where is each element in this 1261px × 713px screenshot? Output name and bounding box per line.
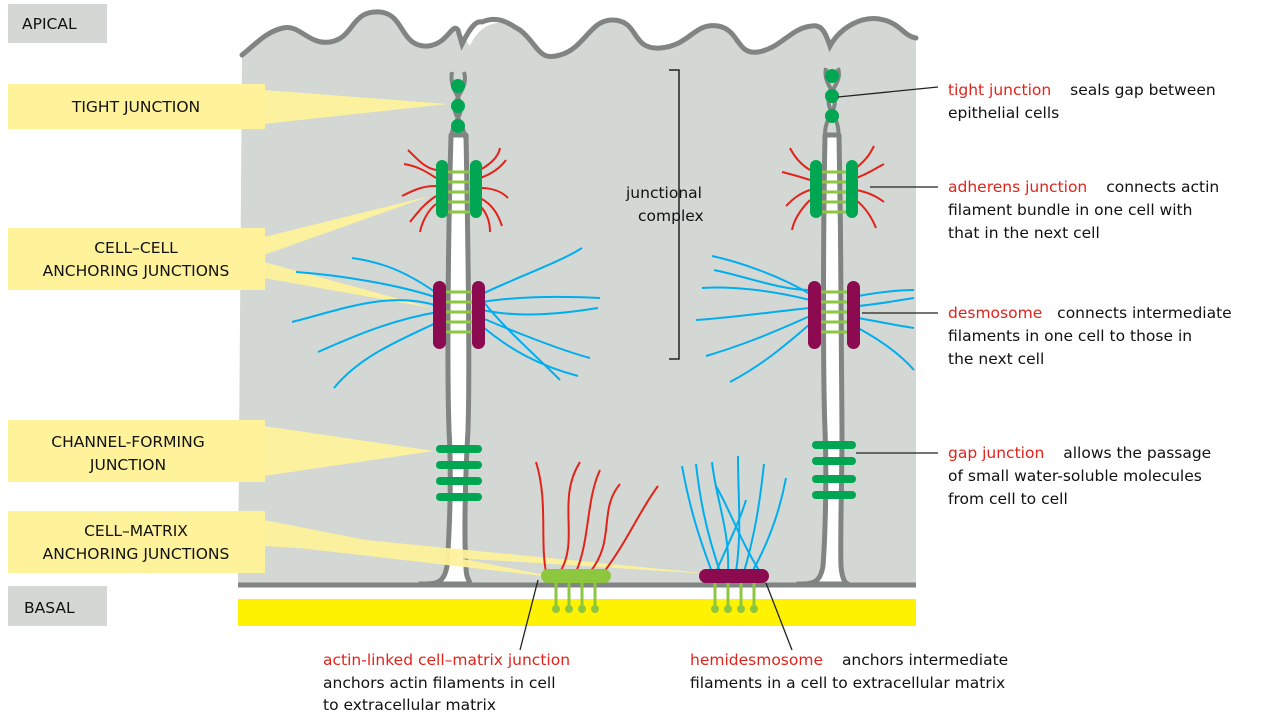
gap-desc-3: from cell to cell	[948, 490, 1068, 508]
hemidesmosome-plaque	[699, 569, 769, 583]
apical-label: APICAL	[22, 15, 77, 33]
tight-junction-left	[451, 79, 465, 133]
hemidesmosome-annotation-line1: hemidesmosome anchors intermediate	[690, 651, 1008, 669]
tight-dot	[825, 69, 839, 83]
adherens-desc-3: that in the next cell	[948, 224, 1100, 242]
integrin-head	[711, 605, 719, 613]
desmosome-desc-1: connects intermediate	[1057, 304, 1232, 322]
cell-matrix-label-2: ANCHORING JUNCTIONS	[43, 545, 230, 563]
channel-label-1: CHANNEL-FORMING	[51, 433, 204, 451]
desmosome-term: desmosome	[948, 304, 1042, 322]
adherens-desc-2: filament bundle in one cell with	[948, 201, 1192, 219]
gap-term: gap junction	[948, 444, 1044, 462]
adherens-desc-1: connects actin	[1106, 178, 1219, 196]
adherens-plaque-left-b	[470, 160, 482, 218]
desmosome-plaque-left-b	[472, 281, 485, 349]
integrin-head	[565, 605, 573, 613]
gap-desc-1: allows the passage	[1063, 444, 1211, 462]
gap-desc-2: of small water-soluble molecules	[948, 467, 1202, 485]
integrin-head	[737, 605, 745, 613]
junctional-complex-label-2: complex	[638, 207, 704, 225]
actin-linked-desc-2: to extracellular matrix	[323, 696, 496, 713]
adherens-term: adherens junction	[948, 178, 1087, 196]
tight-dot	[825, 109, 839, 123]
tight-desc-1: seals gap between	[1070, 81, 1216, 99]
tight-dot	[451, 79, 465, 93]
integrin-head	[591, 605, 599, 613]
adherens-annotation-line1: adherens junction connects actin	[948, 178, 1219, 196]
basal-lamina	[238, 599, 916, 626]
cell-cell-box	[8, 228, 265, 290]
tight-dot	[451, 119, 465, 133]
junctional-complex-label-1: junctional	[625, 184, 702, 202]
cell-matrix-box	[8, 511, 265, 573]
integrin-head	[552, 605, 560, 613]
tight-term: tight junction	[948, 81, 1051, 99]
integrin-head	[750, 605, 758, 613]
tight-junction-right	[825, 69, 839, 123]
desmosome-desc-2: filaments in one cell to those in	[948, 327, 1192, 345]
adherens-plaque-left-a	[436, 160, 448, 218]
integrin-head	[578, 605, 586, 613]
cell-cell-label-1: CELL–CELL	[94, 239, 178, 257]
integrin-head	[724, 605, 732, 613]
tight-desc-2: epithelial cells	[948, 104, 1059, 122]
desmosome-plaque-right-a	[808, 281, 821, 349]
desmosome-desc-3: the next cell	[948, 350, 1044, 368]
actin-linked-plaque	[541, 569, 611, 583]
tight-dot	[451, 99, 465, 113]
cell-matrix-label-1: CELL–MATRIX	[84, 522, 188, 540]
desmosome-plaque-left-a	[433, 281, 446, 349]
hemidesmosome-term: hemidesmosome	[690, 651, 823, 669]
actin-linked-desc-1: anchors actin filaments in cell	[323, 674, 556, 692]
gap-annotation-line1: gap junction allows the passage	[948, 444, 1211, 462]
desmosome-plaque-right-b	[847, 281, 860, 349]
tight-annotation-line1: tight junction seals gap between	[948, 81, 1216, 99]
hemidesmosome-desc-2: filaments in a cell to extracellular mat…	[690, 674, 1005, 692]
desmosome-annotation-line1: desmosome connects intermediate	[948, 304, 1232, 322]
adherens-plaque-right-b	[846, 160, 858, 218]
basal-label: BASAL	[24, 599, 75, 617]
hemidesmosome-desc-1: anchors intermediate	[842, 651, 1008, 669]
tight-junction-label: TIGHT JUNCTION	[71, 98, 200, 116]
actin-linked-term: actin-linked cell–matrix junction	[323, 651, 570, 669]
adherens-plaque-right-a	[810, 160, 822, 218]
channel-label-2: JUNCTION	[89, 456, 166, 474]
cell-cell-label-2: ANCHORING JUNCTIONS	[43, 262, 230, 280]
tight-dot	[825, 89, 839, 103]
